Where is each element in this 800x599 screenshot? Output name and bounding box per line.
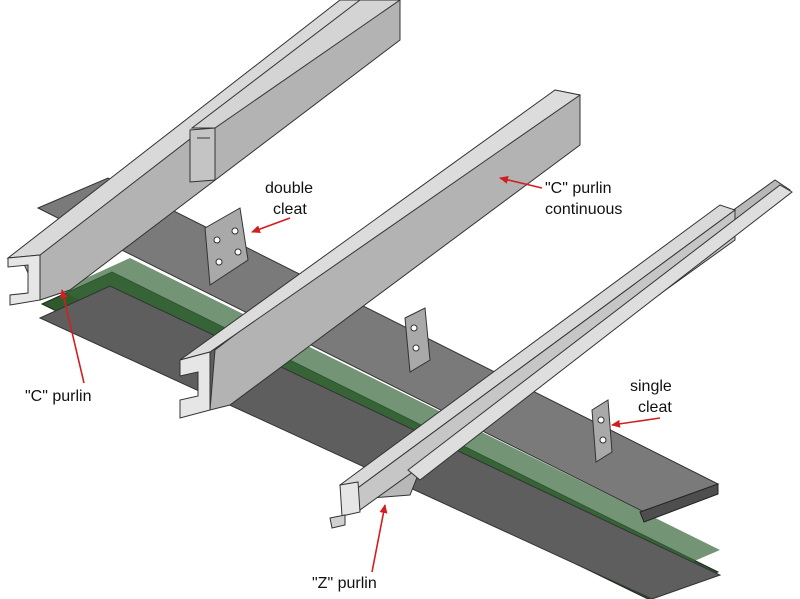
z-purlin — [329, 179, 793, 529]
single-cleat-line2: cleat — [638, 399, 672, 416]
arrow-c-purlin-continuous — [499, 175, 543, 189]
middle-cleat — [404, 307, 431, 373]
single-cleat-line1: single — [630, 378, 672, 395]
double-cleat — [204, 207, 249, 286]
label-double-cleat: double cleat — [265, 180, 313, 218]
c-purlin-continuous-line1: "C" purlin — [545, 180, 612, 197]
arrow-c-purlin — [59, 289, 85, 384]
arrow-z-purlin — [371, 504, 388, 573]
label-c-purlin-continuous: "C" purlin continuous — [545, 180, 622, 218]
label-z-purlin: "Z" purlin — [312, 575, 377, 592]
c-purlin-continuous — [179, 89, 582, 419]
c-purlin-continuous-line2: continuous — [545, 201, 622, 218]
label-c-purlin: "C" purlin — [25, 388, 92, 405]
single-cleat — [591, 399, 613, 463]
label-single-cleat: single cleat — [630, 378, 672, 416]
c-purlin-left — [6, 0, 401, 306]
arrow-double-cleat — [251, 217, 291, 233]
double-cleat-line2: cleat — [273, 201, 307, 218]
arrow-single-cleat — [611, 417, 661, 428]
double-cleat-line1: double — [265, 180, 313, 197]
